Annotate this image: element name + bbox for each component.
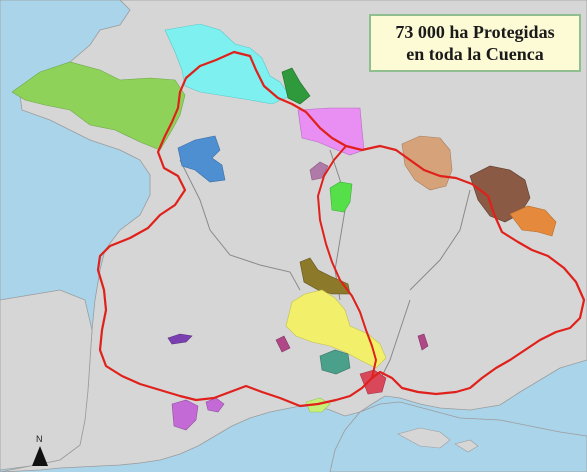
- protected-area: [417, 333, 429, 351]
- protected-area: [285, 289, 387, 369]
- north-label: N: [36, 434, 43, 444]
- sub-basin-boundary: [317, 145, 377, 379]
- protected-area: [177, 135, 226, 183]
- protected-area: [359, 369, 387, 395]
- island: [397, 427, 451, 449]
- western-peninsula: [0, 289, 93, 471]
- island: [454, 439, 479, 453]
- protected-area: [319, 349, 351, 375]
- river: [379, 299, 411, 381]
- protected-area: [171, 399, 199, 431]
- protected-area: [167, 333, 193, 345]
- basin-boundary: [96, 50, 586, 408]
- river: [179, 159, 301, 291]
- river: [409, 189, 471, 291]
- protected-area: [309, 161, 329, 181]
- north-arrow: N: [30, 434, 50, 470]
- lake: [329, 401, 587, 472]
- protected-area: [469, 165, 531, 223]
- protected-area: [299, 257, 351, 295]
- north-arrow-icon: [32, 446, 48, 466]
- river: [329, 149, 346, 301]
- protected-area: [297, 107, 365, 156]
- title-line-2: en toda la Cuenca: [406, 44, 544, 64]
- protected-area: [509, 205, 557, 237]
- protected-area: [11, 61, 186, 151]
- map-title-box: 73 000 ha Protegidas en toda la Cuenca: [369, 14, 581, 72]
- protected-area: [329, 181, 353, 213]
- protected-area: [281, 67, 311, 105]
- title-line-1: 73 000 ha Protegidas: [395, 22, 555, 42]
- protected-area: [275, 335, 291, 353]
